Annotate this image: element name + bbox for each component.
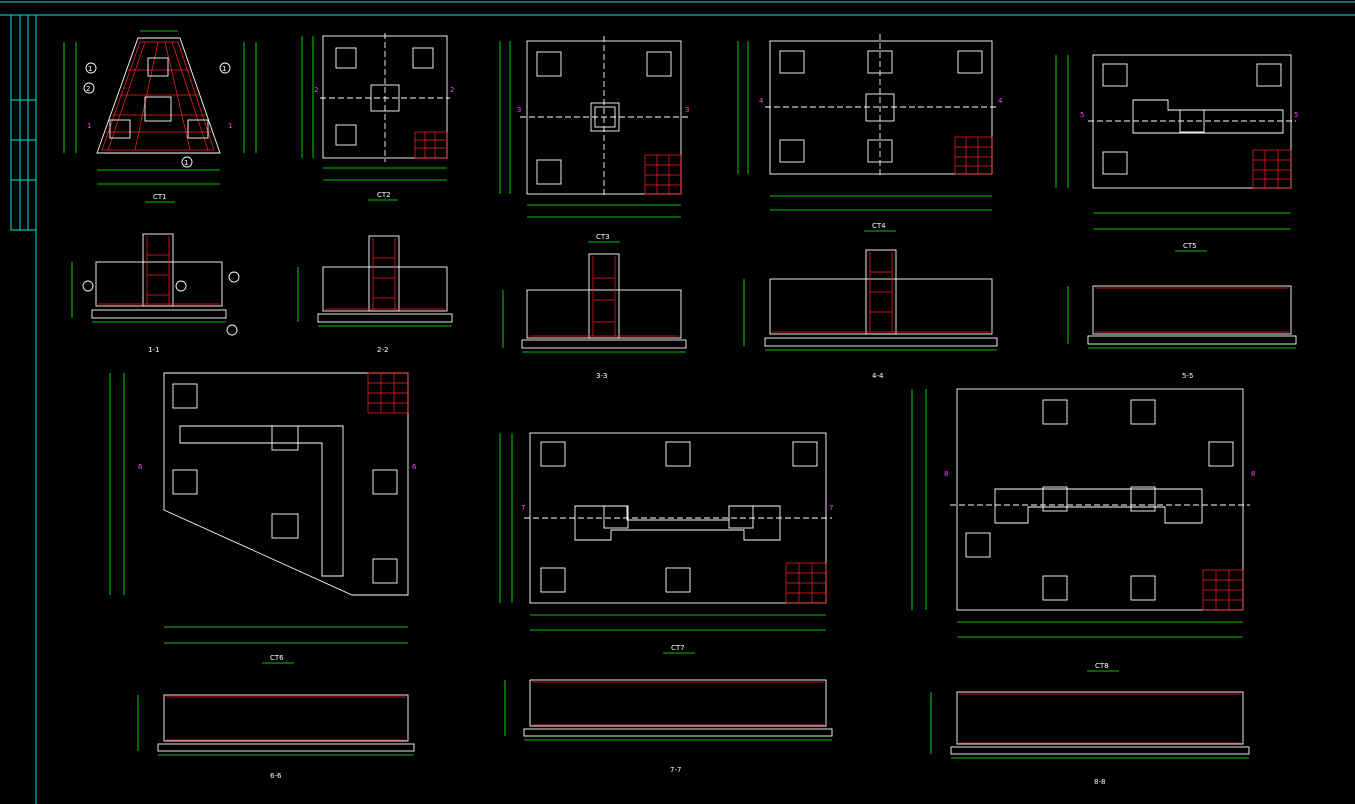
section-title-3-3: 3-3 [596, 372, 607, 380]
section-mark-ct7-left: 7 [521, 504, 525, 512]
plan-ct3: 3 3 CT3 [499, 36, 689, 243]
section-4-4: 4-4 [743, 249, 998, 380]
section-title-7-7: 7-7 [670, 766, 681, 774]
callout-1-label-c: 1 [184, 159, 188, 167]
plan-title-ct1: CT1 [153, 193, 167, 201]
plan-ct8: 8 8 CT8 [911, 388, 1255, 672]
plan-title-ct5: CT5 [1183, 242, 1197, 250]
section-mark-ct6-right: 6 [412, 463, 417, 471]
section-5-5: 5-5 [1067, 285, 1297, 380]
section-title-6-6: 6-6 [270, 772, 282, 780]
section-mark-ct2-left: 2 [314, 86, 318, 94]
callout-1-label: 1 [88, 65, 92, 73]
section-mark-ct4-right: 4 [998, 97, 1003, 105]
section-mark-ct5-right: 5 [1294, 111, 1298, 119]
plan-title-ct4: CT4 [872, 222, 886, 230]
section-mark-ct2-right: 2 [450, 86, 454, 94]
section-1-1: 1-1 [71, 233, 240, 354]
section-mark-ct1-left: 1 [87, 122, 91, 130]
section-mark-ct3-right: 3 [685, 106, 689, 114]
section-mark-ct3-left: 3 [517, 106, 521, 114]
plan-ct5: 5 5 CT5 [1055, 54, 1298, 252]
section-6-6: 6-6 [137, 694, 415, 780]
section-title-8-8: 8-8 [1094, 778, 1105, 786]
plan-ct4: 4 4 CT4 [737, 34, 1003, 232]
section-title-5-5: 5-5 [1182, 372, 1193, 380]
section-mark-ct8-left: 8 [944, 470, 948, 478]
plan-title-ct7: CT7 [671, 644, 685, 652]
plan-title-ct3: CT3 [596, 233, 610, 241]
callout-2-label: 2 [86, 85, 90, 93]
section-2-2: 2-2 [297, 235, 453, 354]
section-3-3: 3-3 [502, 253, 687, 380]
section-title-4-4: 4-4 [872, 372, 884, 380]
section-mark-ct1-right: 1 [228, 122, 232, 130]
section-mark-ct8-right: 8 [1251, 470, 1255, 478]
section-mark-ct7-right: 7 [829, 504, 833, 512]
section-mark-ct5-left: 5 [1080, 111, 1084, 119]
callout-1-label-b: 1 [222, 65, 226, 73]
section-8-8: 8-8 [930, 691, 1250, 786]
plan-ct7: 7 7 CT7 [499, 432, 833, 654]
plan-title-ct8: CT8 [1095, 662, 1109, 670]
section-7-7: 7-7 [504, 679, 833, 774]
section-mark-ct6-left: 6 [138, 463, 143, 471]
section-title-2-2: 2-2 [377, 346, 388, 354]
section-mark-ct4-left: 4 [759, 97, 764, 105]
plan-ct6: 6 6 CT6 [109, 372, 417, 664]
plan-title-ct2: CT2 [377, 191, 391, 199]
section-title-1-1: 1-1 [148, 346, 159, 354]
plan-title-ct6: CT6 [270, 654, 284, 662]
plan-ct2: 2 2 CT2 [301, 33, 454, 201]
plan-ct1: 1 1 1 2 1 1 CT1 [63, 30, 257, 203]
